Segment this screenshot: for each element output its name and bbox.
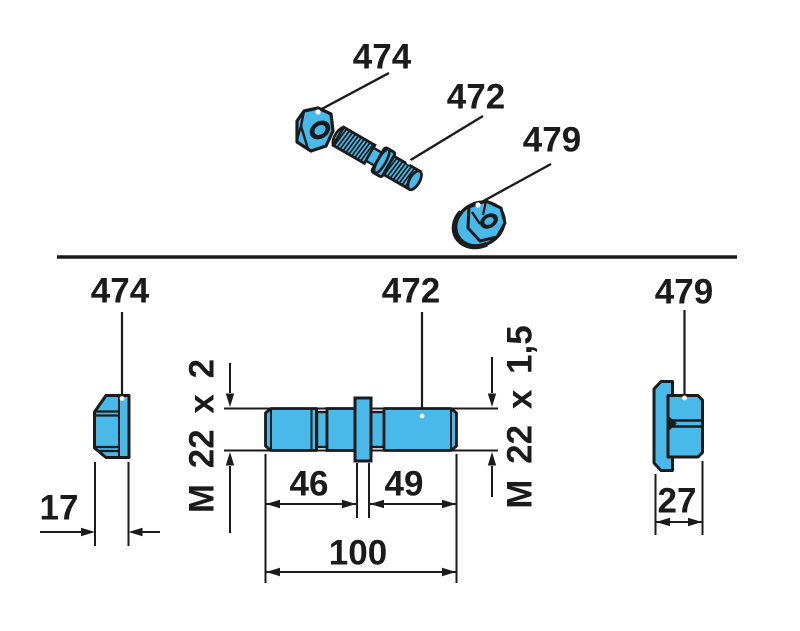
part-label-479-top: 479 <box>522 120 582 160</box>
wheel-stud-drawing <box>264 396 458 463</box>
leader-lines-top <box>317 71 552 206</box>
dimension-46-49-100 <box>264 454 458 583</box>
dimension-27 <box>654 461 704 535</box>
dimension-label-27: 27 <box>657 481 697 521</box>
dimension-thread-right <box>487 357 497 497</box>
dimension-thread-left <box>225 363 235 533</box>
thread-label-left: M 22 x 2 <box>182 358 222 514</box>
leader-lines-bottom <box>120 310 686 413</box>
leader-dot <box>406 159 412 165</box>
dimension-17 <box>40 462 160 546</box>
part-label-472-bottom: 472 <box>381 271 441 311</box>
hex-nut-3d <box>295 106 335 153</box>
leader-dot <box>315 109 321 115</box>
thread-hatch-left <box>333 128 374 162</box>
dimension-label-100: 100 <box>328 533 388 573</box>
flange-nut-3d <box>451 199 507 250</box>
part-label-479-bottom: 479 <box>654 272 714 312</box>
part-label-474-bottom: 474 <box>90 271 150 311</box>
part-label-474-top: 474 <box>352 37 412 77</box>
leader-dot <box>475 202 481 208</box>
thread-hatch-right <box>383 157 419 188</box>
thread-label-right: M 22 x 1,5 <box>500 325 540 509</box>
dimension-label-49: 49 <box>384 464 424 504</box>
wheel-stud-3d <box>331 125 423 192</box>
dimension-label-46: 46 <box>289 464 329 504</box>
hex-nut-drawing <box>93 394 131 459</box>
flange-nut-drawing <box>652 380 704 472</box>
part-label-472-top: 472 <box>446 77 506 117</box>
dimension-label-17: 17 <box>39 488 79 528</box>
